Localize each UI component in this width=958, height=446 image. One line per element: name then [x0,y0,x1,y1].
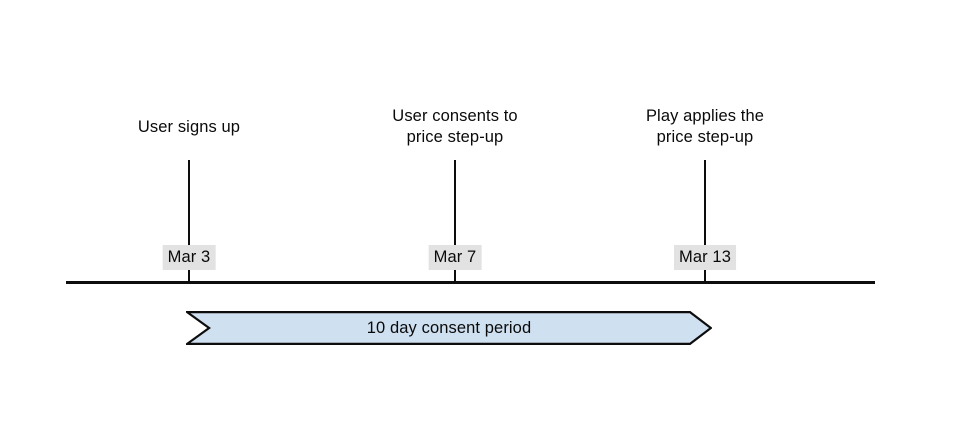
marker-date-label: Mar 7 [428,245,482,270]
marker-tick [188,160,190,284]
marker-date-label: Mar 3 [162,245,216,270]
timeline-axis [66,281,875,284]
caption-line: price step-up [656,128,754,146]
caption-line: User signs up [137,118,241,136]
marker-caption: Play applies the price step-up [646,106,764,148]
consent-period-banner: 10 day consent period [186,311,712,345]
marker-caption: User consents to price step-up [392,106,517,148]
marker-caption: User signs up [138,117,240,138]
marker-date-label: Mar 13 [674,245,736,270]
caption-line: Play applies the [645,107,765,125]
caption-line: User consents to [392,107,518,125]
marker-tick [454,160,456,284]
marker-tick [704,160,706,284]
banner-shape-icon [186,311,712,345]
caption-line: price step-up [406,128,504,146]
